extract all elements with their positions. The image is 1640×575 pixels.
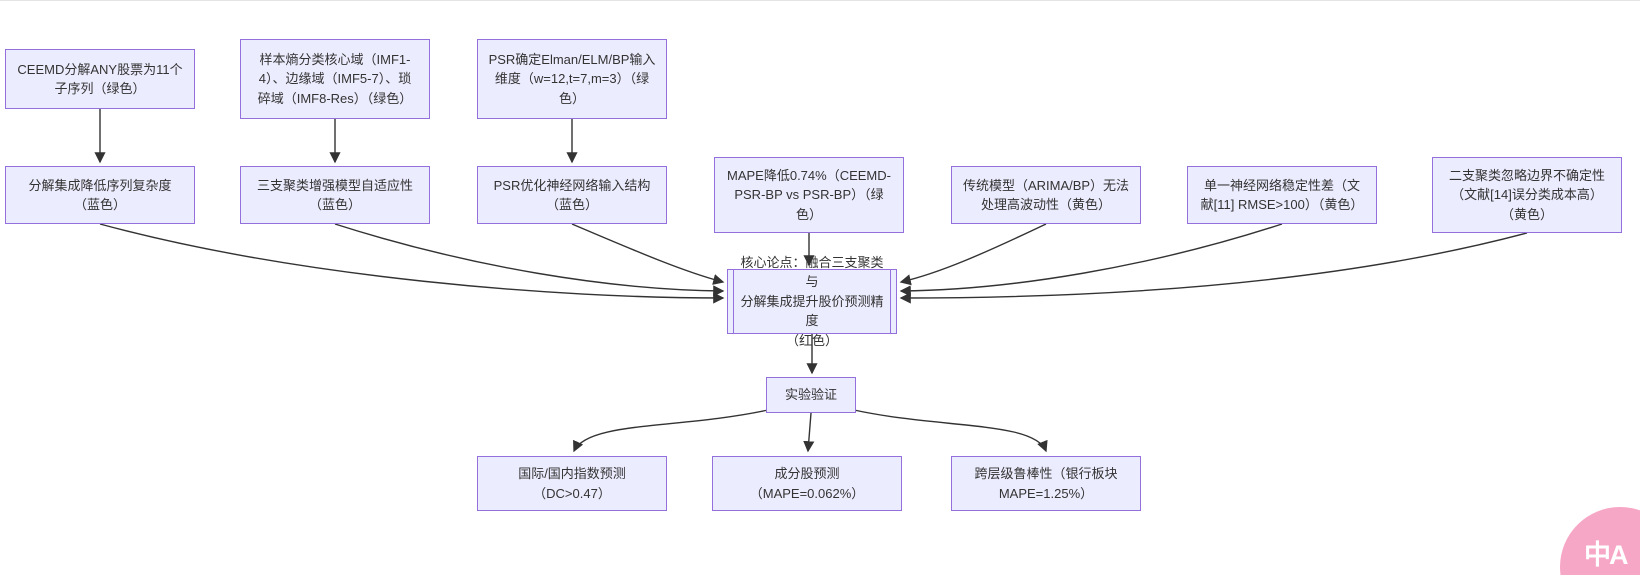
edge-validation-to-robustness — [853, 409, 1048, 453]
node-label: 成分股预测 （MAPE=0.062%） — [749, 466, 865, 501]
edge-validation-to-indexpred — [573, 409, 769, 453]
node-single-nn-instability: 单一神经网络稳定性差（文 献[11] RMSE>100）（黄色） — [1187, 166, 1377, 224]
node-constituent-stock-prediction: 成分股预测 （MAPE=0.062%） — [712, 456, 902, 511]
node-label: 核心论点：融合三支聚类与 分解集成提升股价预测精度 （红色） — [740, 254, 884, 348]
edge-traditional-to-core — [899, 223, 1047, 286]
node-psr-optimizes-input-structure: PSR优化神经网络输入结构 （蓝色） — [477, 166, 667, 224]
node-label: 三支聚类增强模型自适应性 （蓝色） — [256, 177, 413, 213]
translate-floating-button[interactable]: 中A — [1560, 507, 1640, 575]
node-label: 二支聚类忽略边界不确定性 （文献[14]误分类成本高） （黄色） — [1448, 167, 1605, 222]
node-label: MAPE降低0.74%（CEEMD- PSR-BP vs PSR-BP）（绿 色… — [727, 167, 891, 222]
edge-singlenn-to-core — [899, 223, 1283, 297]
node-three-way-clustering-adaptivity: 三支聚类增强模型自适应性 （蓝色） — [240, 166, 430, 224]
node-decomposition-reduces-complexity: 分解集成降低序列复杂度 （蓝色） — [5, 166, 195, 224]
node-traditional-model-limitation: 传统模型（ARIMA/BP）无法 处理高波动性（黄色） — [951, 166, 1141, 224]
node-label: 分解集成降低序列复杂度 （蓝色） — [28, 177, 172, 213]
node-label: 单一神经网络稳定性差（文 献[11] RMSE>100）（黄色） — [1200, 177, 1364, 213]
edge-psropt-to-core — [571, 223, 725, 285]
translate-icon: 中A — [1584, 540, 1628, 570]
node-two-way-clustering-limitation: 二支聚类忽略边界不确定性 （文献[14]误分类成本高） （黄色） — [1432, 157, 1622, 233]
node-cross-level-robustness: 跨层级鲁棒性（银行板块 MAPE=1.25%） — [951, 456, 1141, 511]
node-label: 跨层级鲁棒性（银行板块 MAPE=1.25%） — [974, 466, 1118, 501]
node-psr-input-dimension: PSR确定Elman/ELM/BP输入 维度（w=12,t=7,m=3）（绿 色… — [477, 39, 667, 119]
edge-clustering-to-core — [334, 223, 725, 297]
node-core-thesis: 核心论点：融合三支聚类与 分解集成提升股价预测精度 （红色） — [727, 255, 897, 348]
node-label: 国际/国内指数预测 （DC>0.47） — [518, 466, 626, 501]
node-index-prediction: 国际/国内指数预测 （DC>0.47） — [477, 456, 667, 511]
node-label: CEEMD分解ANY股票为11个 子序列（绿色） — [17, 61, 183, 97]
node-ceemd-decomposition: CEEMD分解ANY股票为11个 子序列（绿色） — [5, 49, 195, 109]
node-label: PSR优化神经网络输入结构 （蓝色） — [493, 177, 651, 213]
node-mape-reduction: MAPE降低0.74%（CEEMD- PSR-BP vs PSR-BP）（绿 色… — [714, 157, 904, 233]
node-label: PSR确定Elman/ELM/BP输入 维度（w=12,t=7,m=3）（绿 色… — [488, 51, 656, 106]
node-experimental-validation: 实验验证 — [766, 377, 856, 413]
node-label: 实验验证 — [784, 387, 837, 403]
node-label: 传统模型（ARIMA/BP）无法 处理高波动性（黄色） — [962, 177, 1130, 213]
node-label: 样本熵分类核心域（IMF1- 4）、边缘域（IMF5-7）、琐 碎域（IMF8-… — [257, 51, 413, 106]
edge-validation-to-stockpred — [803, 412, 815, 453]
edge-twoway-to-core — [899, 232, 1528, 304]
node-sample-entropy-classification: 样本熵分类核心域（IMF1- 4）、边缘域（IMF5-7）、琐 碎域（IMF8-… — [240, 39, 430, 119]
edge-decomp-to-core — [99, 223, 725, 304]
